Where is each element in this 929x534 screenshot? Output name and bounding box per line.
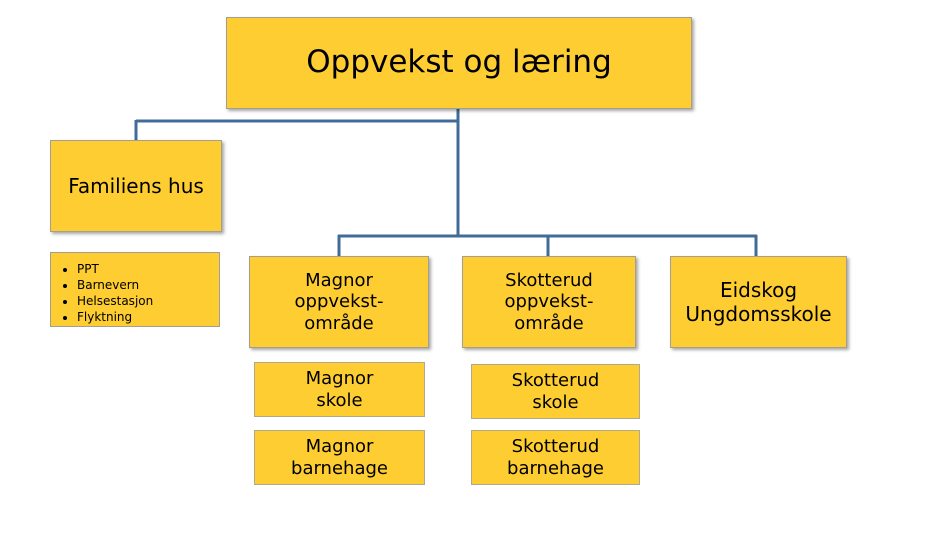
- skotterud-skole-label: Skotterud skole: [511, 369, 600, 413]
- familiens-hus-label: Familiens hus: [68, 174, 204, 198]
- skotterud-barnehage-label: Skotterud barnehage: [507, 435, 604, 479]
- node-skotterud-skole: Skotterud skole: [471, 364, 640, 419]
- node-familiens-hus: Familiens hus: [50, 140, 222, 232]
- service-item-ppt: PPT: [77, 261, 219, 277]
- node-skotterud-oppvekstomrade: Skotterud oppvekst- område: [462, 256, 636, 348]
- root-node-oppvekst-og-laering: Oppvekst og læring: [226, 17, 692, 109]
- familiens-hus-services-list: PPT Barnevern Helsestasjon Flyktning: [50, 252, 220, 327]
- magnor-oppvekstomrade-label: Magnor oppvekst- område: [294, 269, 384, 334]
- node-eidskog-ungdomsskole: Eidskog Ungdomsskole: [670, 256, 847, 348]
- service-item-flyktning: Flyktning: [77, 309, 219, 325]
- eidskog-ungdomsskole-label: Eidskog Ungdomsskole: [685, 278, 832, 326]
- node-skotterud-barnehage: Skotterud barnehage: [471, 430, 640, 485]
- service-item-helsestasjon: Helsestasjon: [77, 293, 219, 309]
- node-magnor-skole: Magnor skole: [254, 362, 425, 417]
- service-item-barnevern: Barnevern: [77, 277, 219, 293]
- magnor-barnehage-label: Magnor barnehage: [291, 435, 388, 479]
- root-node-label: Oppvekst og læring: [306, 44, 612, 81]
- magnor-skole-label: Magnor skole: [305, 367, 374, 411]
- node-magnor-oppvekstomrade: Magnor oppvekst- område: [249, 256, 429, 348]
- node-magnor-barnehage: Magnor barnehage: [254, 430, 425, 485]
- skotterud-oppvekstomrade-label: Skotterud oppvekst- område: [504, 269, 594, 334]
